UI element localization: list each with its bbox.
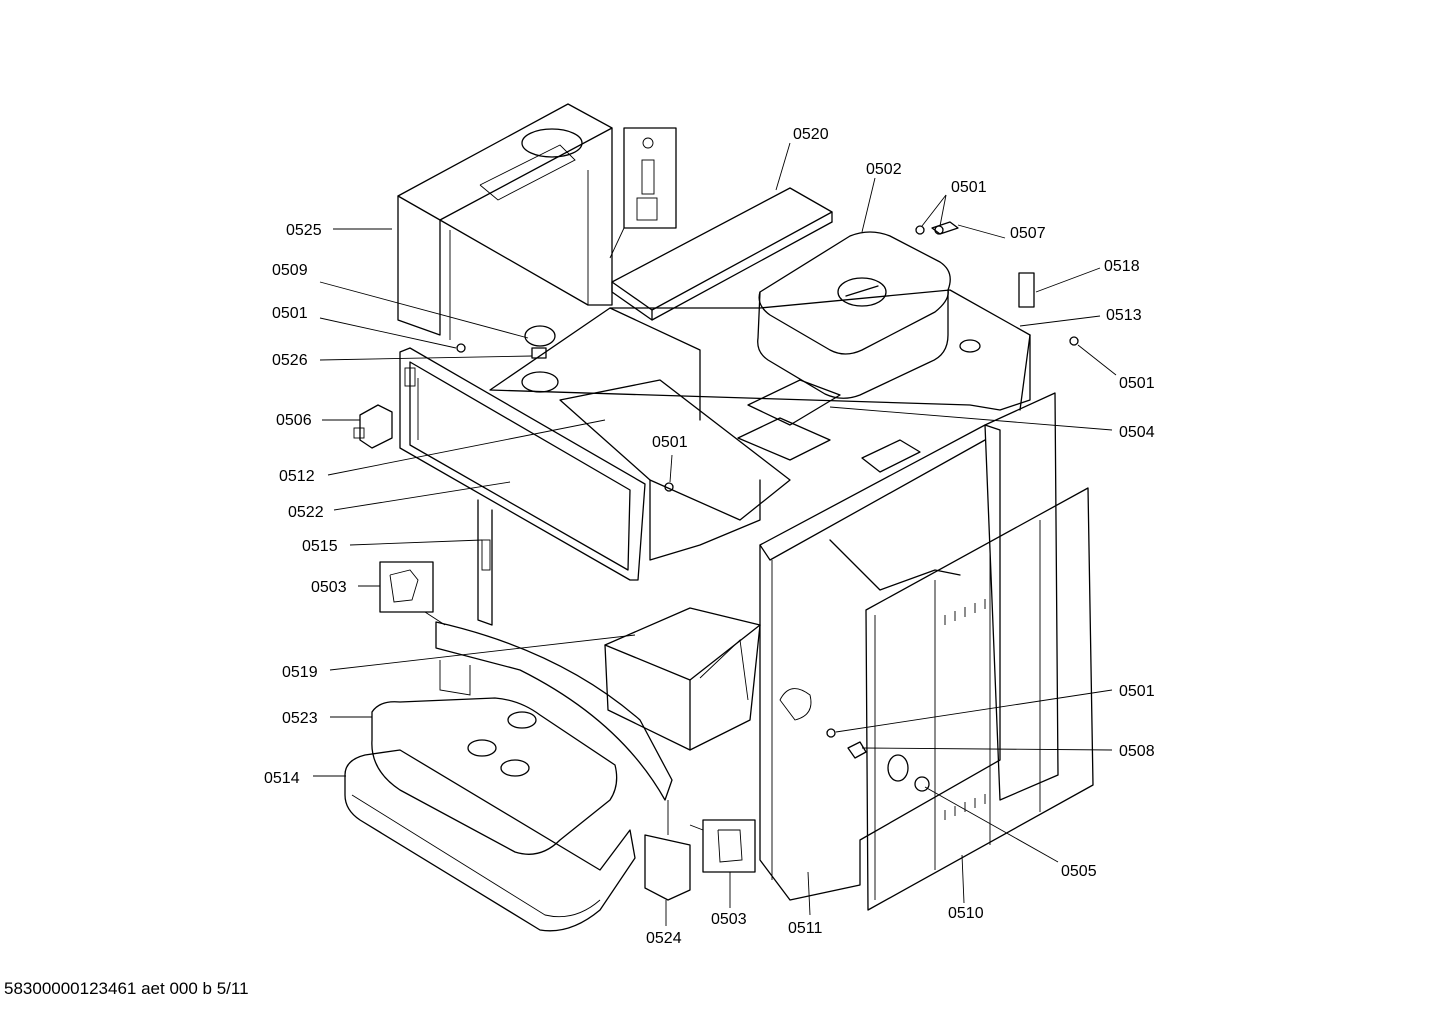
callout-0509: 0509 [272,262,308,279]
valve-detail-box [609,127,677,259]
callout-0512: 0512 [279,468,315,485]
clip-detail-left [379,561,446,626]
callout-0502: 0502 [866,161,902,178]
parts-drawing [344,103,1094,932]
callout-0526: 0526 [272,352,308,369]
callout-0523: 0523 [282,710,318,727]
callout-0508: 0508 [1119,743,1155,760]
callout-0503-left: 0503 [311,579,347,596]
callout-0520: 0520 [793,126,829,143]
water-tank-part [397,103,613,340]
callout-0501-right: 0501 [1119,375,1155,392]
callout-0503-bottom: 0503 [711,911,747,928]
callout-0522: 0522 [288,504,324,521]
callout-0501-left: 0501 [272,305,308,322]
clip-detail-bottom [689,819,756,873]
tray-insert-part [737,379,921,473]
back-frame-part [984,392,1059,801]
grounds-drawer-part [604,607,761,751]
upper-housing-part [489,289,1031,421]
callout-0504: 0504 [1119,424,1155,441]
small-bracket-part [644,800,691,901]
callout-0514: 0514 [264,770,300,787]
callout-0511: 0511 [788,920,823,937]
callout-0506: 0506 [276,412,312,429]
water-tray-part [371,697,618,855]
leader-lines [313,142,1117,926]
back-cover-part [435,621,673,801]
callout-0519: 0519 [282,664,318,681]
side-panel-part [759,424,1001,901]
base-tray-part [344,749,636,932]
callout-0501-top: 0501 [951,179,987,196]
switch-part [353,404,393,449]
callout-labels: 0520 0502 0501 0507 0518 0513 0501 0504 … [264,126,1155,947]
center-inner-part [559,379,791,561]
callout-0501-mid: 0501 [652,434,688,451]
callout-0513: 0513 [1106,307,1142,324]
callout-0515: 0515 [302,538,338,555]
callout-0501-lower: 0501 [1119,683,1155,700]
callout-0524: 0524 [646,930,682,947]
callout-0505: 0505 [1061,863,1097,880]
side-cover-part [865,487,1094,911]
front-panel-part [399,347,646,581]
callout-0507: 0507 [1010,225,1046,242]
callout-0518: 0518 [1104,258,1140,275]
callout-0525: 0525 [286,222,322,239]
bean-container-part [757,231,951,399]
document-footer-code: 58300000123461 aet 000 b 5/11 [4,979,249,998]
lid-part [611,187,833,321]
callout-0510: 0510 [948,905,984,922]
screws [456,221,1079,792]
left-frame-part [477,499,493,626]
